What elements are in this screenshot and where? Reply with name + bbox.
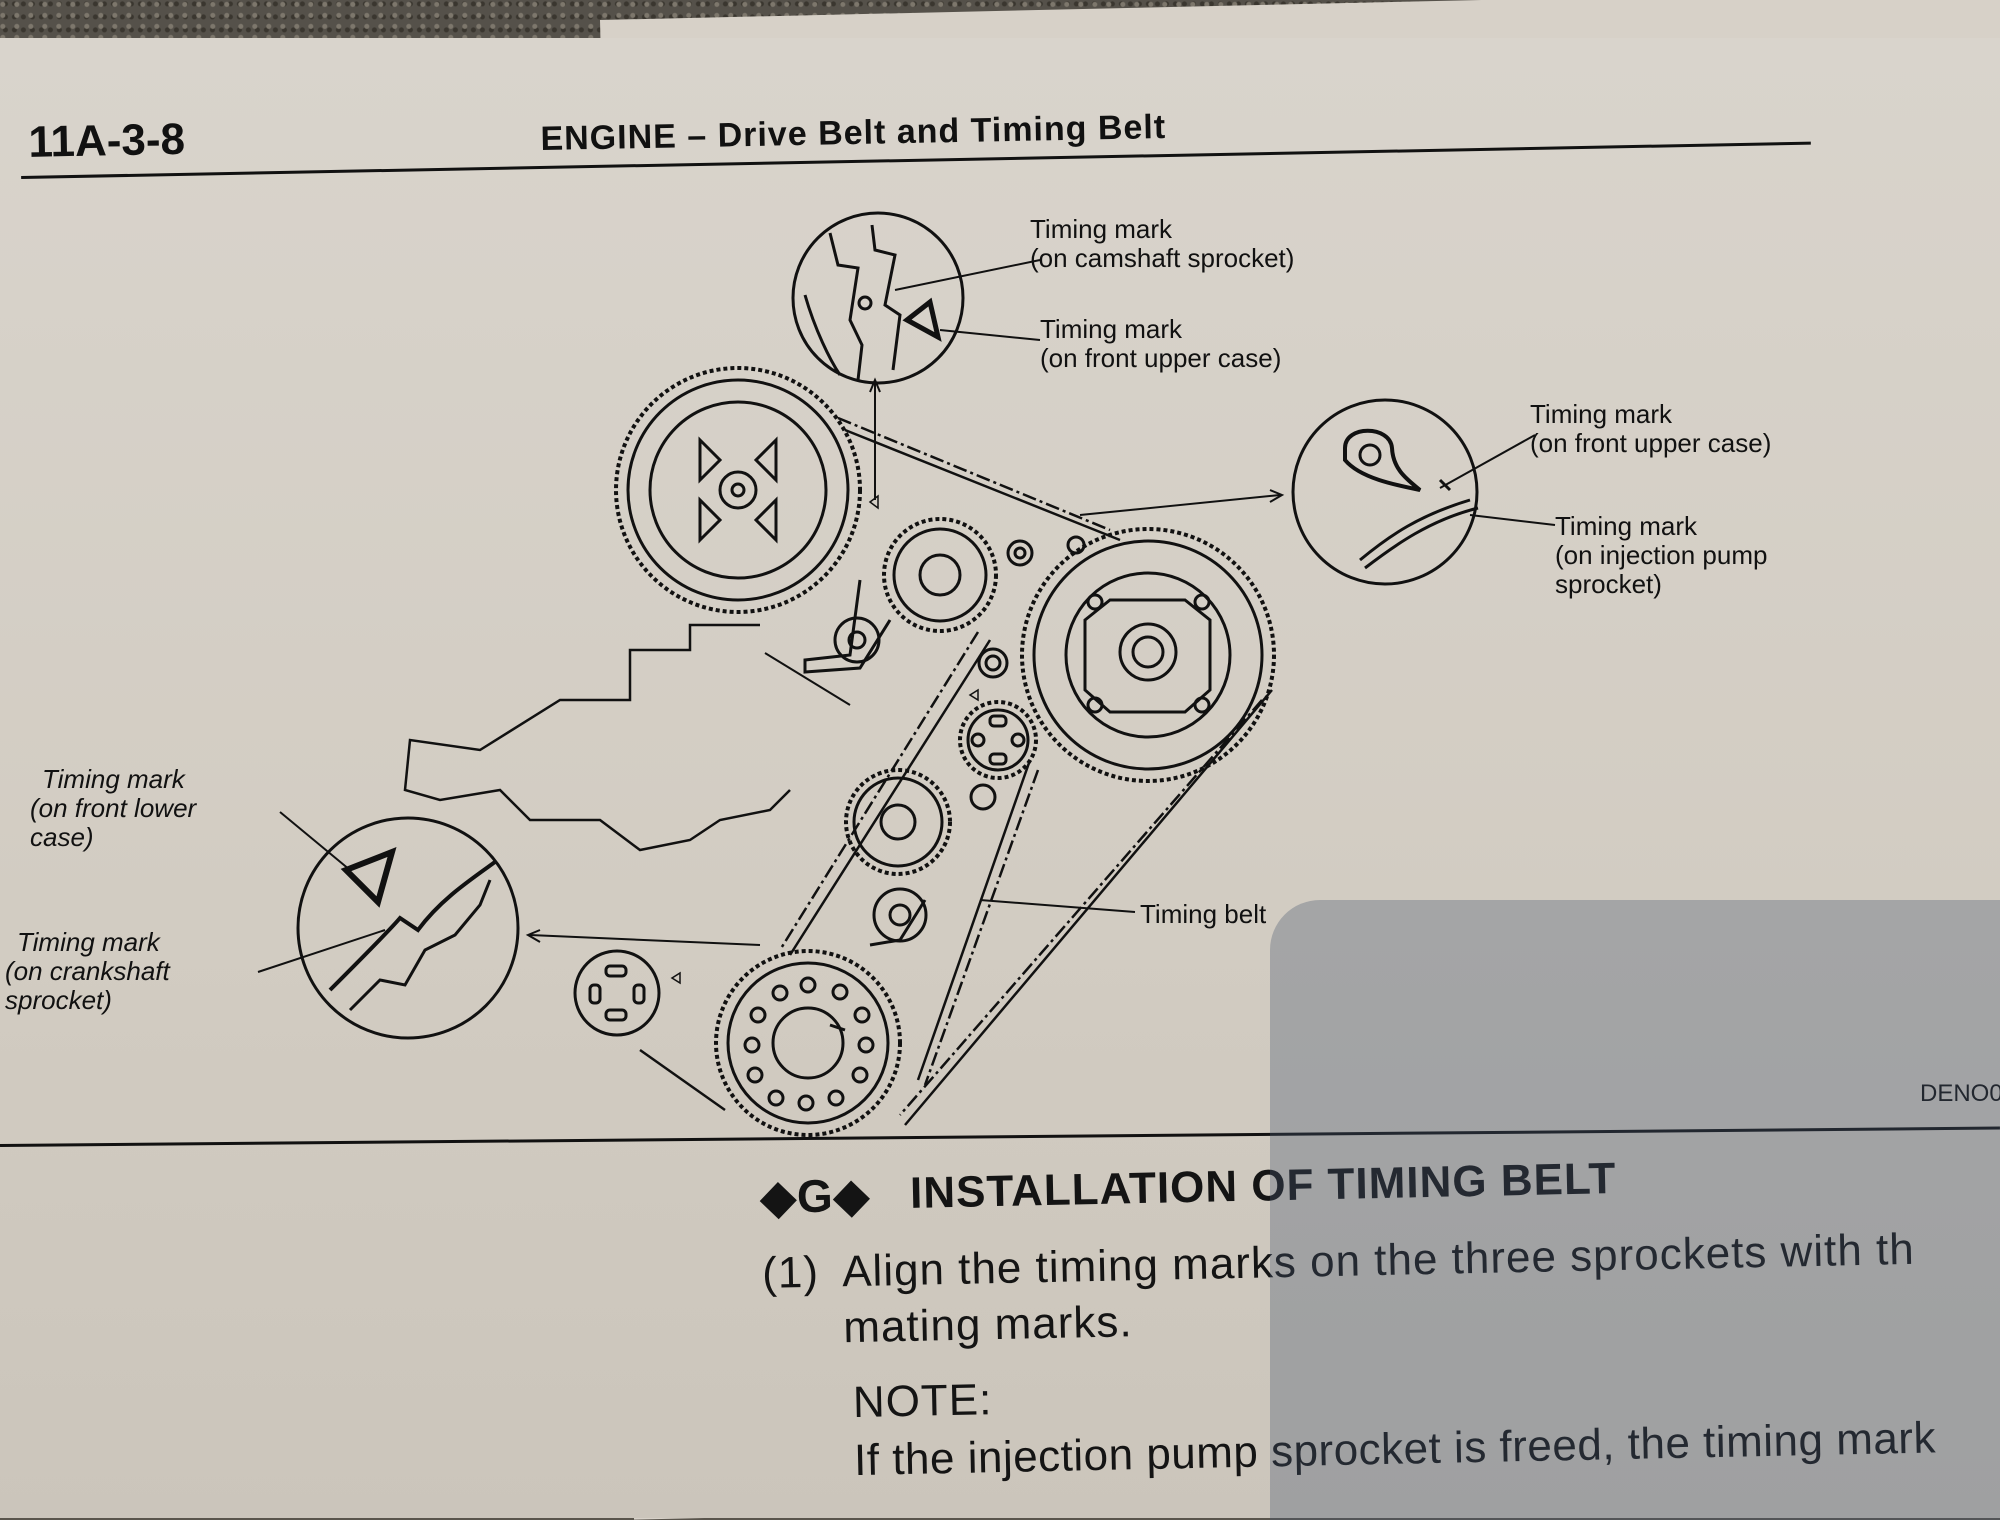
tensioner-upper	[803, 579, 892, 674]
callout-line: Timing mark	[1555, 511, 1698, 541]
detail-injection-mark	[1291, 398, 1479, 586]
callout-line: sprocket)	[1555, 569, 1662, 599]
callout-line: sprocket)	[5, 985, 112, 1015]
callout-front-lower-case: Timing mark (on front lower case)	[30, 765, 196, 852]
upper-idler-pulley	[882, 517, 998, 633]
callout-line: Timing mark	[17, 927, 160, 957]
callout-front-upper-case-right: Timing mark (on front upper case)	[1530, 400, 1771, 458]
tensioner-lower	[869, 887, 928, 947]
diagram-code: DENO0	[1920, 1080, 2000, 1107]
detail-crankshaft-mark	[296, 816, 520, 1040]
balancer-pulley	[573, 949, 661, 1037]
oil-pump-pulley	[958, 700, 1038, 780]
g-symbol-icon: ◆G◆	[760, 1168, 871, 1223]
callout-line: Timing mark	[42, 764, 185, 794]
callout-line: (on front upper case)	[1530, 428, 1772, 458]
callout-line: Timing mark	[1030, 214, 1173, 244]
callout-front-upper-case-top: Timing mark (on front upper case)	[1040, 315, 1281, 373]
detail-camshaft-mark	[791, 211, 965, 385]
callout-line: (on crankshaft	[5, 956, 170, 986]
timing-belt	[639, 416, 1273, 1126]
callout-line: Timing mark	[1530, 399, 1673, 429]
crankshaft-sprocket	[714, 949, 902, 1137]
callout-crankshaft-sprocket: Timing mark (on crankshaft sprocket)	[5, 928, 170, 1015]
callout-line: (on injection pump	[1555, 540, 1768, 570]
callout-line: (on camshaft sprocket)	[1030, 243, 1295, 273]
timing-belt-diagram	[257, 211, 1556, 1137]
engine-case-outline	[403, 623, 791, 852]
lower-idler-pulley	[844, 768, 952, 876]
callout-line: Timing mark	[1040, 314, 1183, 344]
callout-camshaft-sprocket: Timing mark (on camshaft sprocket)	[1030, 215, 1294, 273]
leader-lines	[257, 259, 1556, 973]
injection-pump-sprocket	[1020, 527, 1276, 783]
callout-line: (on front upper case)	[1040, 343, 1282, 373]
hand-shadow	[1270, 900, 2000, 1520]
step-number: (1)	[761, 1247, 820, 1298]
callout-line: case)	[30, 822, 94, 852]
callout-injection-pump-sprocket: Timing mark (on injection pump sprocket)	[1555, 512, 1767, 599]
callout-timing-belt: Timing belt	[1140, 899, 1267, 929]
callout-line: (on front lower	[30, 793, 197, 823]
camshaft-sprocket	[614, 366, 862, 614]
